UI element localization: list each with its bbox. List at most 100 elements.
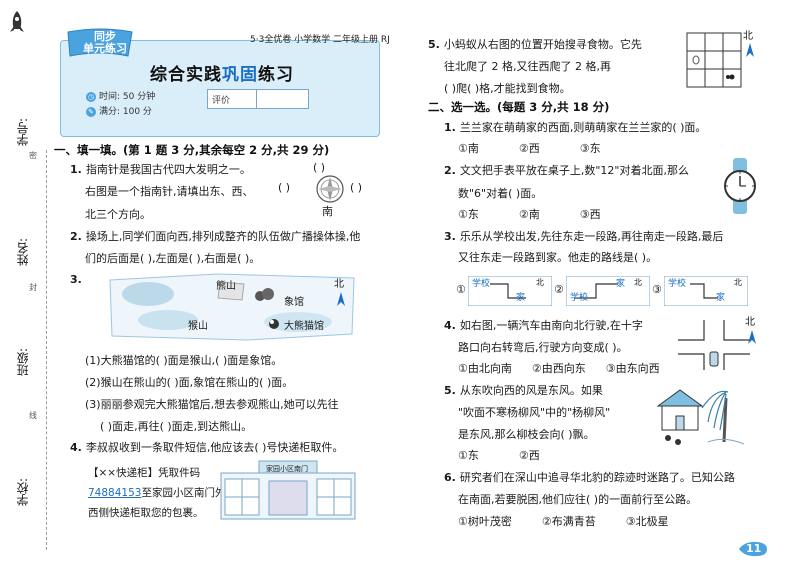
c4-line1: 4.如右图,一辆汽车由南向北行驶,在十字 [444,319,643,332]
crossroad-north-label: 北 [745,317,755,328]
crossroad-icon [678,320,750,370]
c2-line2: 数"6"对着( )面。 [458,187,543,200]
c6-line2: 在南面,若要脱困,他们应往( )的一面前行至公路。 [458,493,698,506]
option[interactable]: ③由东向西 [605,362,660,375]
q3-part3-line2: ( )面走,再往( )面走,到达熊山。 [100,420,253,433]
q3-part1: (1)大熊猫馆的( )面是猴山,( )面是象馆。 [85,354,283,367]
c3-line2: 又往东走一段路到家。他走的路线是( )。 [458,251,658,264]
option[interactable]: ②布满青苔 [541,515,596,528]
q4-line: 4.李叔叔收到一条取件短信,他应该去( )号快递柜取件。 [70,441,344,454]
option[interactable]: ①由北向南 [458,362,512,375]
option[interactable]: ①东 [458,208,479,221]
option[interactable]: ②西 [518,142,540,155]
seal-char-3: 线 [29,411,37,420]
q1-line2: 右图是一个指南针,请填出东、西、 [85,185,254,198]
option[interactable]: ②西 [518,449,540,462]
sms-line2: 74884153至家园小区南门外 [88,487,226,499]
route-1-mark[interactable]: ① [456,283,466,296]
q2-line2: 们的后面是( ),左面是( ),右面是( )。 [85,252,261,265]
compass-north-blank[interactable]: ( ) [313,161,326,174]
full-score: ✎满分: 100 分 [86,104,152,117]
route-2-school: 学校 [570,293,589,303]
page-number: 11 [746,542,762,555]
c4-line2: 路口向右转弯后,行驶方向变成( )。 [458,341,628,354]
page-title: 综合实践巩固练习 [150,65,294,85]
sms-line1: 【××快递柜】凭取件码 [88,467,201,479]
rocket-icon [10,11,24,32]
route-options: ① 学校 家 北 ② 家 学校 北 ③ 学校 家 北 [456,274,756,310]
badge-text: 同步单元练习 [83,30,127,55]
sms-line3: 西侧快递柜取您的包裹。 [88,507,204,519]
compass-east-blank[interactable]: ( ) [350,181,363,194]
cut-line [46,150,47,550]
option[interactable]: ①树叶茂密 [458,515,512,528]
map-label-panda: 大熊猫馆 [284,321,324,332]
class-label: 班级: [16,348,30,377]
q5-line1: 5.小蚂蚁从右图的位置开始搜寻食物。它先 [428,38,642,51]
north-arrow-icon [337,292,345,306]
north-arrow-icon [746,43,754,57]
c5-line1: 5.从东吹向西的风是东风。如果 [444,384,603,397]
q5-line2: 往北爬了 2 格,又往西爬了 2 格,再 [444,60,611,73]
map-label-bear-hill: 熊山 [216,281,236,292]
route-1-school: 学校 [472,279,491,289]
q3-number: 3. [70,273,82,286]
time-limit: ◷时间: 50 分钟 [86,92,156,102]
map-label-monkey-hill: 猴山 [188,321,208,332]
evaluation-box[interactable]: 评价 [207,89,309,109]
c2-options: ①东 ②南 ③西 [458,208,601,222]
north-arrow-icon [748,330,756,344]
route-1-home: 家 [516,293,526,303]
map-label-elephant: 象馆 [284,297,304,308]
q1-line3: 北三个方向。 [85,208,151,221]
option[interactable]: ①南 [458,142,479,155]
seal-char-2: 封 [29,283,37,292]
zoo-map: 熊山 象馆 猴山 大熊猫馆 北 [108,272,356,342]
header-panel [60,40,380,137]
route-2-mark[interactable]: ② [554,283,564,296]
grid-north-label: 北 [743,31,753,42]
locker-sign: 家园小区南门 [266,465,308,473]
compass-west-blank[interactable]: ( ) [278,181,291,194]
c5-line2: "吹面不寒杨柳风"中的"杨柳风" [458,406,611,419]
q3-part2: (2)猴山在熊山的( )面,象馆在熊山的( )面。 [85,376,294,389]
compass-icon [316,175,344,203]
option[interactable]: ③西 [579,208,601,221]
c6-options: ①树叶茂密 ②布满青苔 ③北极星 [458,515,669,529]
compass-south: 南 [322,205,333,218]
q3-part3-line1: (3)丽丽参观完大熊猫馆后,想去参观熊山,她可以先往 [85,398,339,411]
option[interactable]: ②南 [518,208,540,221]
c4-options: ①由北向南 ②由西向东 ③由东向西 [458,362,660,376]
watch-icon [724,158,756,214]
option[interactable]: ③北极星 [625,515,669,528]
c5-line3: 是东风,那么柳枝会向( )飘。 [458,428,595,441]
option[interactable]: ①东 [458,449,479,462]
seal-char-1: 密 [29,151,37,160]
evaluation-label: 评价 [212,96,231,106]
route-1-north: 北 [536,278,544,287]
route-3-diagram [664,276,748,306]
locker-illustration [220,460,356,520]
route-3-north: 北 [734,278,742,287]
clock-icon: ◷ [86,92,96,102]
binding-margin [0,0,46,576]
route-1-diagram [468,276,552,306]
willow-house-illustration [656,389,745,445]
route-2-diagram [566,276,650,306]
c6-line1: 6.研究者们在深山中追寻华北豹的踪迹时迷路了。已知公路 [444,471,735,484]
zoo-map-image [109,273,355,341]
c3-line1: 3.乐乐从学校出发,先往东走一段路,再往南走一段路,最后 [444,230,724,243]
route-3-mark[interactable]: ③ [652,283,662,296]
route-2-home: 家 [616,279,626,289]
c1-options: ①南 ②西 ③东 [458,142,601,156]
q2-line1: 2.操场上,同学们面向西,排列成整齐的队伍做广播操体操,他 [70,230,361,243]
book-meta: 5·3全优卷 小学数学 二年级上册 RJ [250,35,390,45]
option[interactable]: ③东 [579,142,601,155]
school-label: 学校: [16,478,30,507]
map-north-label: 北 [334,279,344,290]
ant-grid [686,32,742,88]
c5-options: ①东 ②西 [458,449,540,463]
route-2-north: 北 [634,278,642,287]
option[interactable]: ②由西向东 [531,362,586,375]
pickup-code: 74884153 [88,487,142,499]
